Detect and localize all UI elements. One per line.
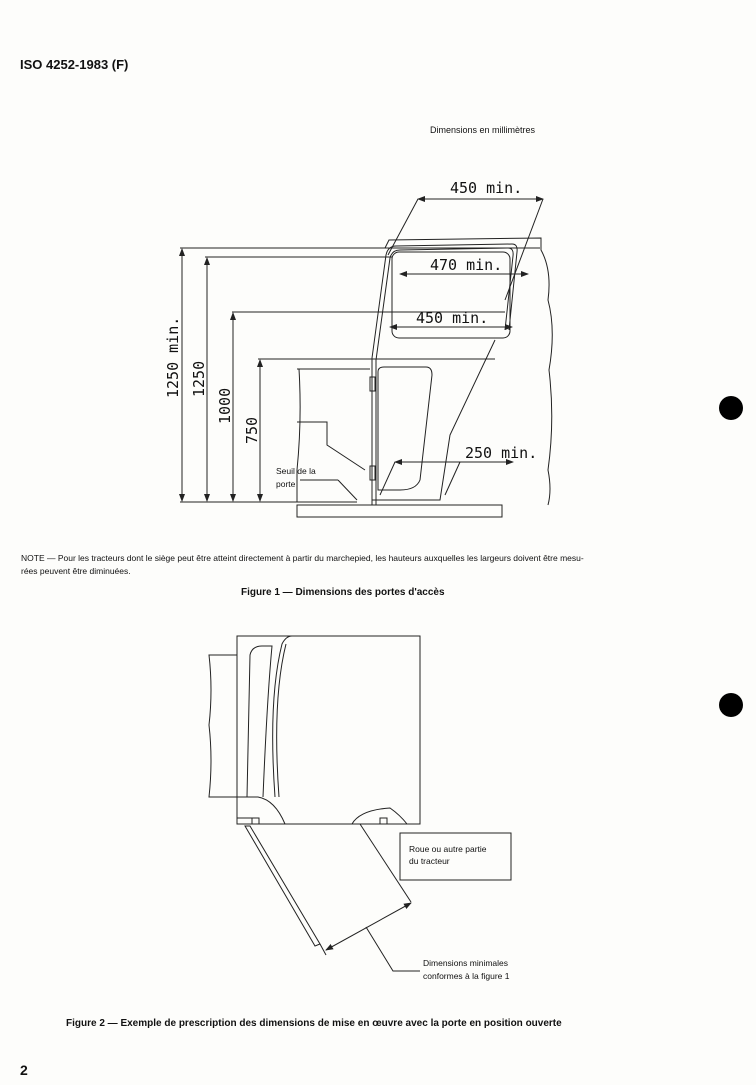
dim-height-1250-min: 1250 min. xyxy=(164,317,182,398)
figure-2-caption: Figure 2 — Exemple de prescription des d… xyxy=(66,1018,562,1029)
dim-height-750: 750 xyxy=(243,417,261,444)
dim-mid-width: 450 min. xyxy=(416,309,488,327)
wheel-label-2: du tracteur xyxy=(409,856,450,866)
threshold-label-2: porte xyxy=(276,479,296,489)
figure-1-caption: Figure 1 — Dimensions des portes d'accès xyxy=(241,587,445,598)
dim-height-1000: 1000 xyxy=(216,388,234,424)
dim-top-width: 450 min. xyxy=(450,179,522,197)
binder-hole-mark xyxy=(719,693,743,717)
dim-height-1250: 1250 xyxy=(190,361,208,397)
dimensions-note: Dimensions en millimètres xyxy=(430,125,536,135)
dim-window-width: 470 min. xyxy=(430,256,502,274)
dims-label-1: Dimensions minimales xyxy=(423,958,508,968)
figure-2-drawing: Roue ou autre partie du tracteur Dimensi… xyxy=(208,635,512,981)
binder-hole-mark xyxy=(719,396,743,420)
figure-1-note-line-1: NOTE — Pour les tracteurs dont le siège … xyxy=(21,553,584,563)
figure-1-note-line-2: rées peuvent être diminuées. xyxy=(21,566,131,576)
wheel-label-1: Roue ou autre partie xyxy=(409,844,487,854)
dims-label-2: conformes à la figure 1 xyxy=(423,971,510,981)
page-number: 2 xyxy=(20,1062,28,1078)
threshold-label-1: Seuil de la xyxy=(276,466,316,476)
dim-bottom-width: 250 min. xyxy=(465,444,537,462)
document-header: ISO 4252-1983 (F) xyxy=(20,57,129,72)
